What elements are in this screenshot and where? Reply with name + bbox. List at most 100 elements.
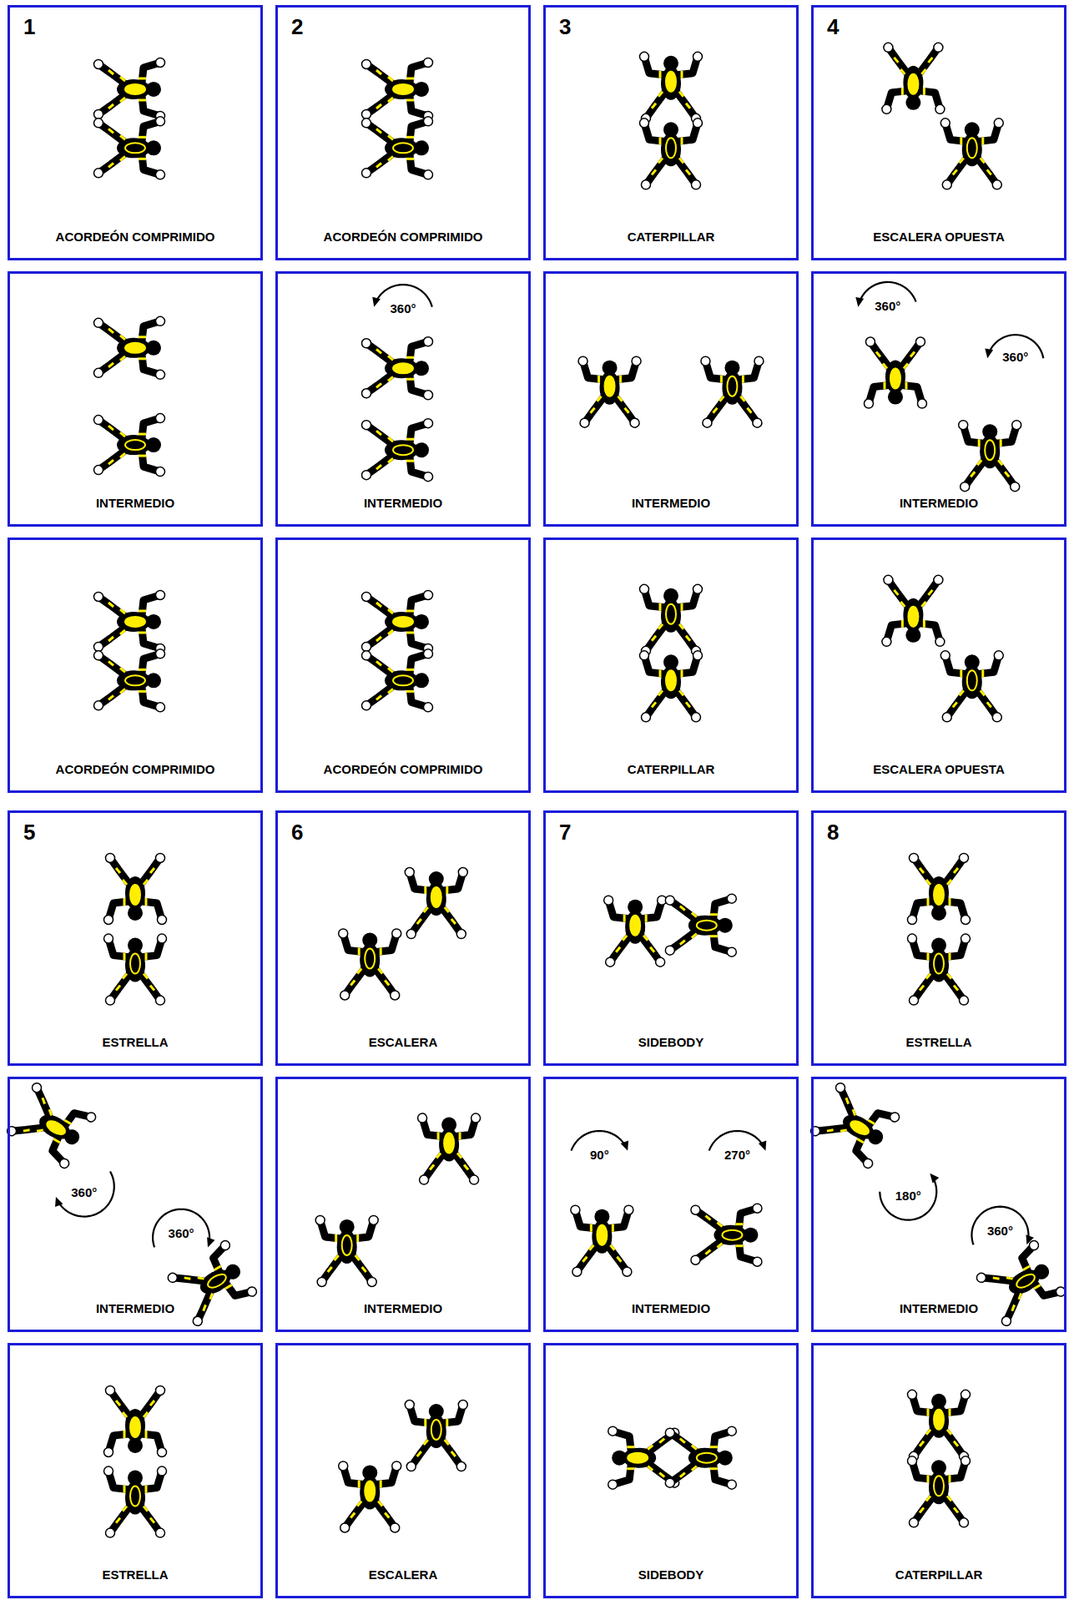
glove-boot — [406, 929, 416, 939]
harness-container — [125, 616, 146, 627]
head — [146, 614, 162, 630]
harness-container — [665, 71, 676, 92]
skydiver-figure — [94, 649, 166, 712]
skydiver-figure — [578, 356, 641, 428]
glove-boot — [641, 180, 651, 190]
arrow-head — [855, 297, 864, 308]
harness-container — [393, 675, 414, 686]
harness-strap — [145, 952, 148, 961]
harness-strap — [123, 897, 127, 906]
glove-boot — [690, 1255, 701, 1265]
harness-strap — [680, 70, 684, 79]
harness-container — [721, 1230, 742, 1241]
harness-container — [342, 1235, 353, 1256]
harness-strap — [1009, 1304, 1017, 1311]
glove-boot — [942, 180, 952, 190]
head — [146, 81, 162, 97]
glove-boot — [423, 418, 434, 429]
torso — [125, 876, 146, 910]
harness-strap — [647, 1445, 653, 1450]
harness-strap — [214, 1265, 222, 1271]
harness-strap — [437, 1132, 440, 1140]
head — [339, 1219, 355, 1235]
torso — [384, 611, 419, 632]
torso — [625, 910, 646, 944]
skydiver-figure — [940, 118, 1004, 190]
harness-strap — [1033, 1285, 1041, 1290]
harness-strap — [145, 897, 148, 906]
rotation-arrow — [879, 1179, 937, 1221]
harness-strap — [388, 376, 394, 381]
harness-strap — [388, 97, 394, 102]
glove-boot — [883, 42, 893, 52]
harness-strap — [376, 660, 382, 666]
torso — [902, 598, 923, 632]
harness-container — [125, 439, 146, 450]
skydiver-figure — [165, 1239, 258, 1329]
skydiver-figure — [94, 116, 166, 180]
harness-strap — [922, 87, 926, 96]
harness-strap — [388, 76, 394, 81]
glove-boot — [362, 109, 372, 119]
harness-container — [431, 1419, 442, 1440]
glove-boot — [631, 356, 641, 366]
harness-strap — [948, 952, 952, 961]
torso — [928, 948, 949, 983]
harness-strap — [589, 1224, 593, 1232]
harness-strap — [150, 867, 155, 873]
head — [931, 937, 947, 953]
head — [931, 1459, 947, 1475]
harness-strap — [406, 76, 414, 80]
formation-cell: 5ESTRELLA — [7, 810, 263, 1066]
glove-boot — [665, 1427, 675, 1438]
harness-strap — [919, 1507, 924, 1513]
torso — [600, 371, 621, 405]
glove-boot — [362, 59, 372, 69]
glove-boot — [423, 116, 434, 127]
harness-container — [907, 74, 918, 95]
harness-strap — [959, 157, 964, 163]
cell-illustration — [362, 284, 434, 482]
formation-name: ESTRELLA — [813, 1034, 1064, 1050]
harness-strap — [959, 669, 963, 677]
harness-container — [696, 920, 717, 931]
glove-boot — [604, 895, 614, 905]
harness-strap — [406, 157, 414, 161]
rotation-label: 180° — [893, 1187, 923, 1202]
glove-boot — [693, 650, 703, 661]
formation-name: CATERPILLAR — [813, 1567, 1064, 1583]
torso — [125, 948, 146, 983]
harness-strap — [138, 609, 147, 612]
skydiver-figure — [907, 1456, 971, 1528]
glove-boot — [992, 180, 1002, 190]
harness-strap — [358, 947, 361, 955]
harness-strap — [120, 453, 126, 458]
harness-strap — [123, 1485, 127, 1493]
torso — [962, 132, 983, 167]
harness-strap — [947, 879, 952, 885]
glove-boot — [362, 470, 372, 480]
formation-cell: 8ESTRELLA — [811, 810, 1067, 1066]
harness-strap — [138, 136, 147, 139]
cell-illustration — [907, 852, 971, 1005]
harness-strap — [959, 136, 963, 145]
glove-boot — [104, 1447, 114, 1457]
harness-strap — [679, 690, 684, 696]
glove-boot — [863, 398, 873, 409]
head — [627, 899, 643, 915]
skydiver-figure — [640, 650, 703, 722]
harness-strap — [406, 136, 414, 139]
skydiver-figure — [362, 337, 434, 400]
arrow-head — [1025, 1234, 1034, 1245]
harness-strap — [358, 1479, 361, 1488]
formation-name: SIDEBODY — [545, 1034, 797, 1050]
head — [428, 1403, 444, 1419]
head — [362, 932, 378, 948]
harness-strap — [122, 879, 127, 885]
glove-boot — [958, 420, 969, 430]
harness-strap — [123, 952, 127, 961]
harness-strap — [150, 985, 155, 991]
glove-boot — [156, 1385, 166, 1395]
skydiver-figure — [608, 1426, 680, 1489]
cell-illustration — [640, 584, 703, 722]
